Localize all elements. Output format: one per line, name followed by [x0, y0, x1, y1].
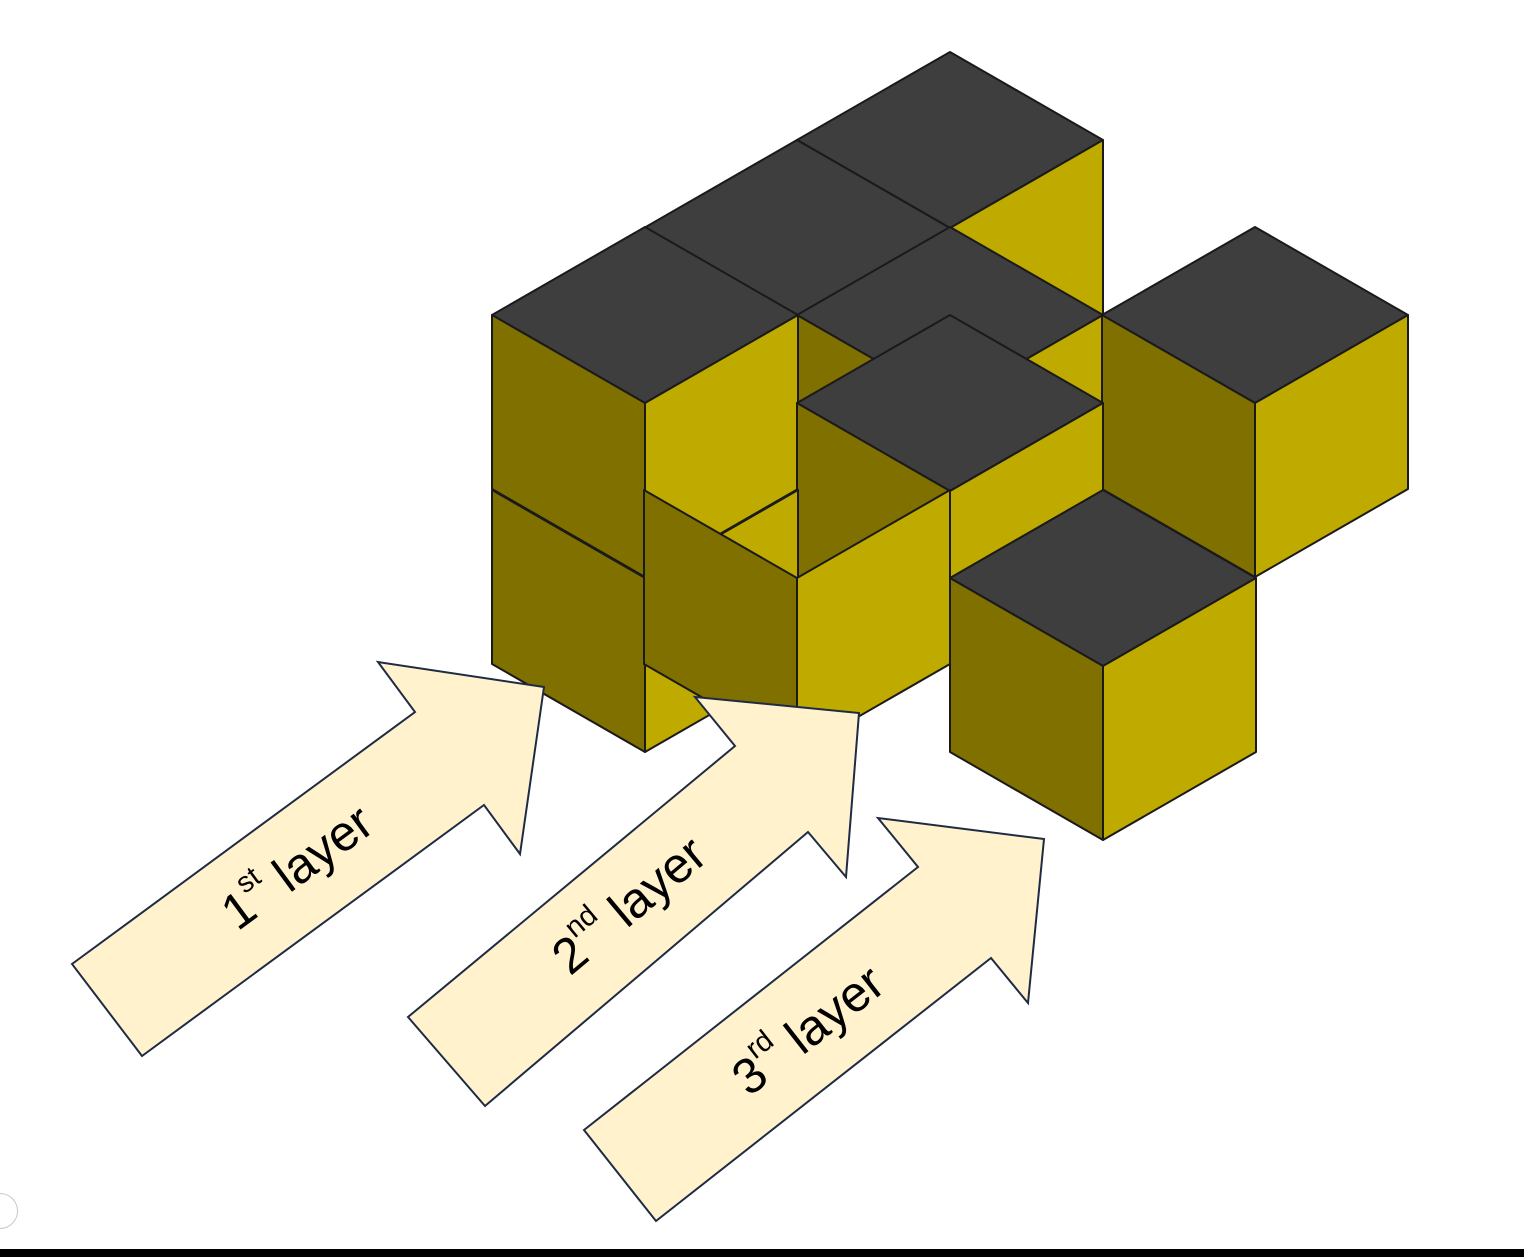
first-layer-arrow-shape [70, 660, 546, 1058]
cube-right-face [1254, 314, 1409, 578]
cube-top-layer-front [491, 226, 799, 578]
third-layer-arrow-shape [582, 816, 1046, 1223]
cube-stack [491, 51, 1409, 841]
third-layer-arrow: 3rd layer [582, 816, 1046, 1223]
first-layer-arrow: 1st layer [70, 660, 546, 1058]
second-layer-arrow: 2nd layer [406, 695, 861, 1108]
cube-right-face [1102, 577, 1257, 841]
bottom-border [0, 1249, 1524, 1257]
cube-right-face [796, 489, 951, 753]
cube-side-front [949, 489, 1257, 841]
cube-middle-layer-front [1101, 226, 1409, 578]
second-layer-arrow-shape [406, 695, 861, 1108]
